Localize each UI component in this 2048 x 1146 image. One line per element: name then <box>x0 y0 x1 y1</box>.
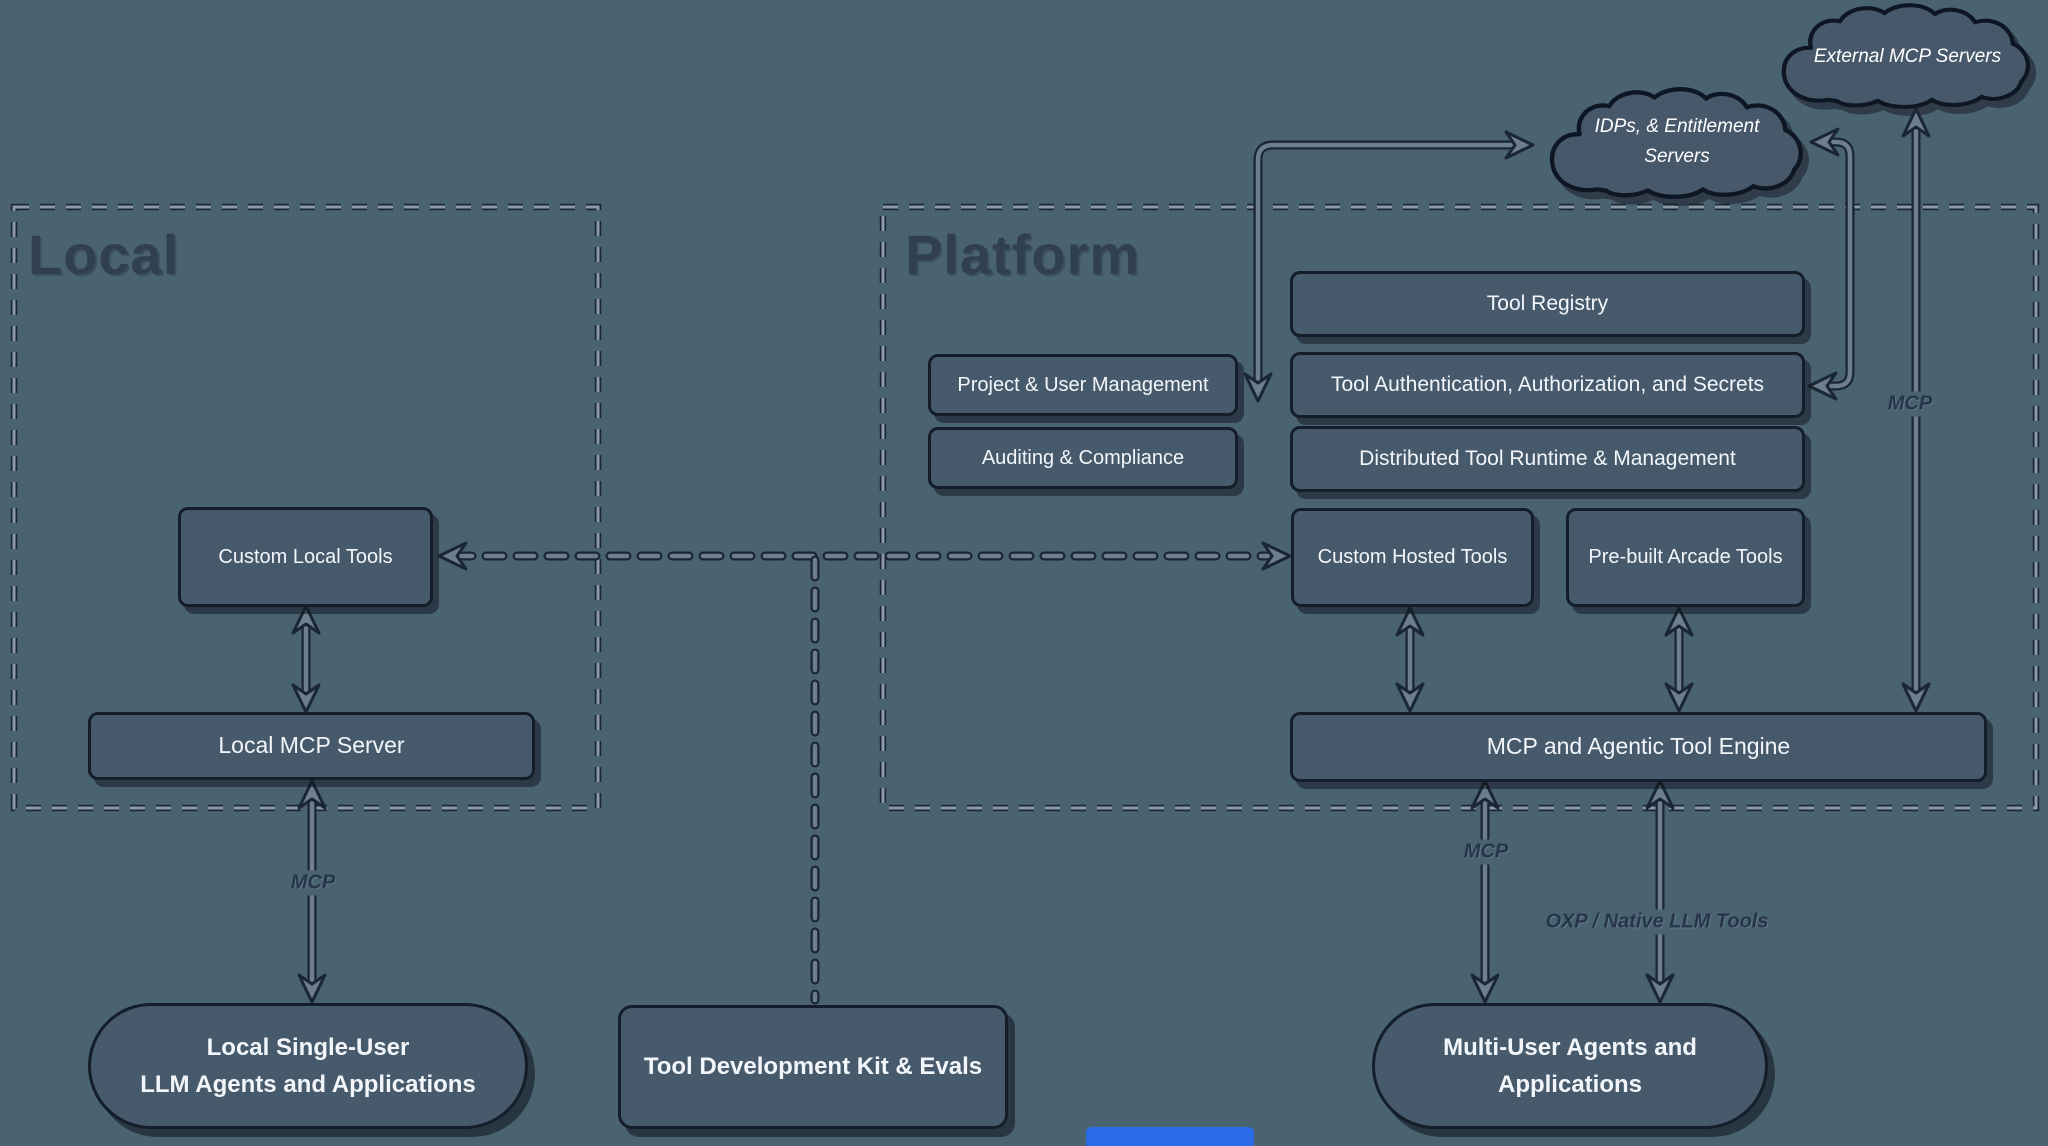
local-container-border <box>10 203 602 812</box>
node-tool-authentication: Tool Authentication, Authorization, and … <box>1290 352 1805 418</box>
node-prebuilt-arcade-tools-label: Pre-built Arcade Tools <box>1588 546 1783 568</box>
edge-auth-to-idps-left <box>1243 130 1535 403</box>
node-prebuilt-arcade-tools: Pre-built Arcade Tools <box>1566 508 1805 607</box>
node-tool-dev-kit-label: Tool Development Kit & Evals <box>643 1052 983 1080</box>
node-custom-local-tools: Custom Local Tools <box>178 507 433 607</box>
bottom-blue-bar <box>1086 1127 1254 1146</box>
platform-container-border <box>879 203 2040 812</box>
platform-container-title: Platform <box>905 223 1141 286</box>
edge-idps-to-auth-right <box>1807 127 1855 401</box>
node-local-agents-line1: Local Single-User <box>206 1033 410 1061</box>
edge-label-mcp-local: MCP <box>284 870 342 896</box>
node-tool-registry-label: Tool Registry <box>1486 291 1609 315</box>
edge-dashed-local-hosted <box>437 541 1292 571</box>
external-mcp-cloud-label: External MCP Servers <box>1790 42 2025 72</box>
node-local-agents: Local Single-User LLM Agents and Applica… <box>88 1003 528 1129</box>
node-multi-user-agents-line2: Applications <box>1497 1071 1642 1098</box>
node-auditing-compliance-label: Auditing & Compliance <box>981 446 1185 469</box>
edge-customlocal-localserver <box>291 604 321 714</box>
node-custom-hosted-tools: Custom Hosted Tools <box>1291 508 1534 607</box>
node-multi-user-agents-line1: Multi-User Agents and <box>1443 1033 1697 1061</box>
node-custom-local-tools-label: Custom Local Tools <box>218 545 393 568</box>
node-local-agents-line2: LLM Agents and Applications <box>140 1071 476 1098</box>
node-distributed-runtime-label: Distributed Tool Runtime & Management <box>1359 446 1736 470</box>
idps-cloud-text-line1: IDPs, & Entitlement <box>1594 116 1760 137</box>
node-multi-user-agents: Multi-User Agents and Applications <box>1372 1003 1768 1129</box>
node-mcp-agentic-engine: MCP and Agentic Tool Engine <box>1290 712 1987 782</box>
local-container-title: Local <box>28 223 180 286</box>
node-custom-hosted-tools-label: Custom Hosted Tools <box>1317 546 1508 568</box>
node-tool-registry: Tool Registry <box>1290 271 1805 337</box>
node-mcp-agentic-engine-label: MCP and Agentic Tool Engine <box>1486 733 1791 760</box>
node-project-user-management: Project & User Management <box>928 354 1238 416</box>
node-distributed-runtime: Distributed Tool Runtime & Management <box>1290 426 1805 492</box>
node-tool-dev-kit: Tool Development Kit & Evals <box>618 1005 1008 1129</box>
edge-label-oxp: OXP / Native LLM Tools <box>1539 909 1775 935</box>
edge-hosted-engine <box>1395 606 1425 713</box>
edge-engine-multiuser-mcp <box>1470 779 1500 1004</box>
edge-engine-multiuser-oxp <box>1645 779 1675 1004</box>
edge-label-mcp-platform: MCP <box>1457 839 1515 865</box>
idps-cloud-label: IDPs, & Entitlement Servers <box>1553 112 1801 172</box>
node-project-user-management-label: Project & User Management <box>957 373 1209 396</box>
node-local-mcp-server: Local MCP Server <box>88 712 535 780</box>
edge-arcade-engine <box>1664 606 1694 713</box>
idps-cloud-text-line2: Servers <box>1644 146 1710 167</box>
node-tool-authentication-label: Tool Authentication, Authorization, and … <box>1330 372 1765 396</box>
node-local-mcp-server-label: Local MCP Server <box>218 732 405 759</box>
node-auditing-compliance: Auditing & Compliance <box>928 427 1238 489</box>
edge-label-mcp-external: MCP <box>1881 391 1939 417</box>
external-mcp-cloud-text: External MCP Servers <box>1813 46 2002 67</box>
